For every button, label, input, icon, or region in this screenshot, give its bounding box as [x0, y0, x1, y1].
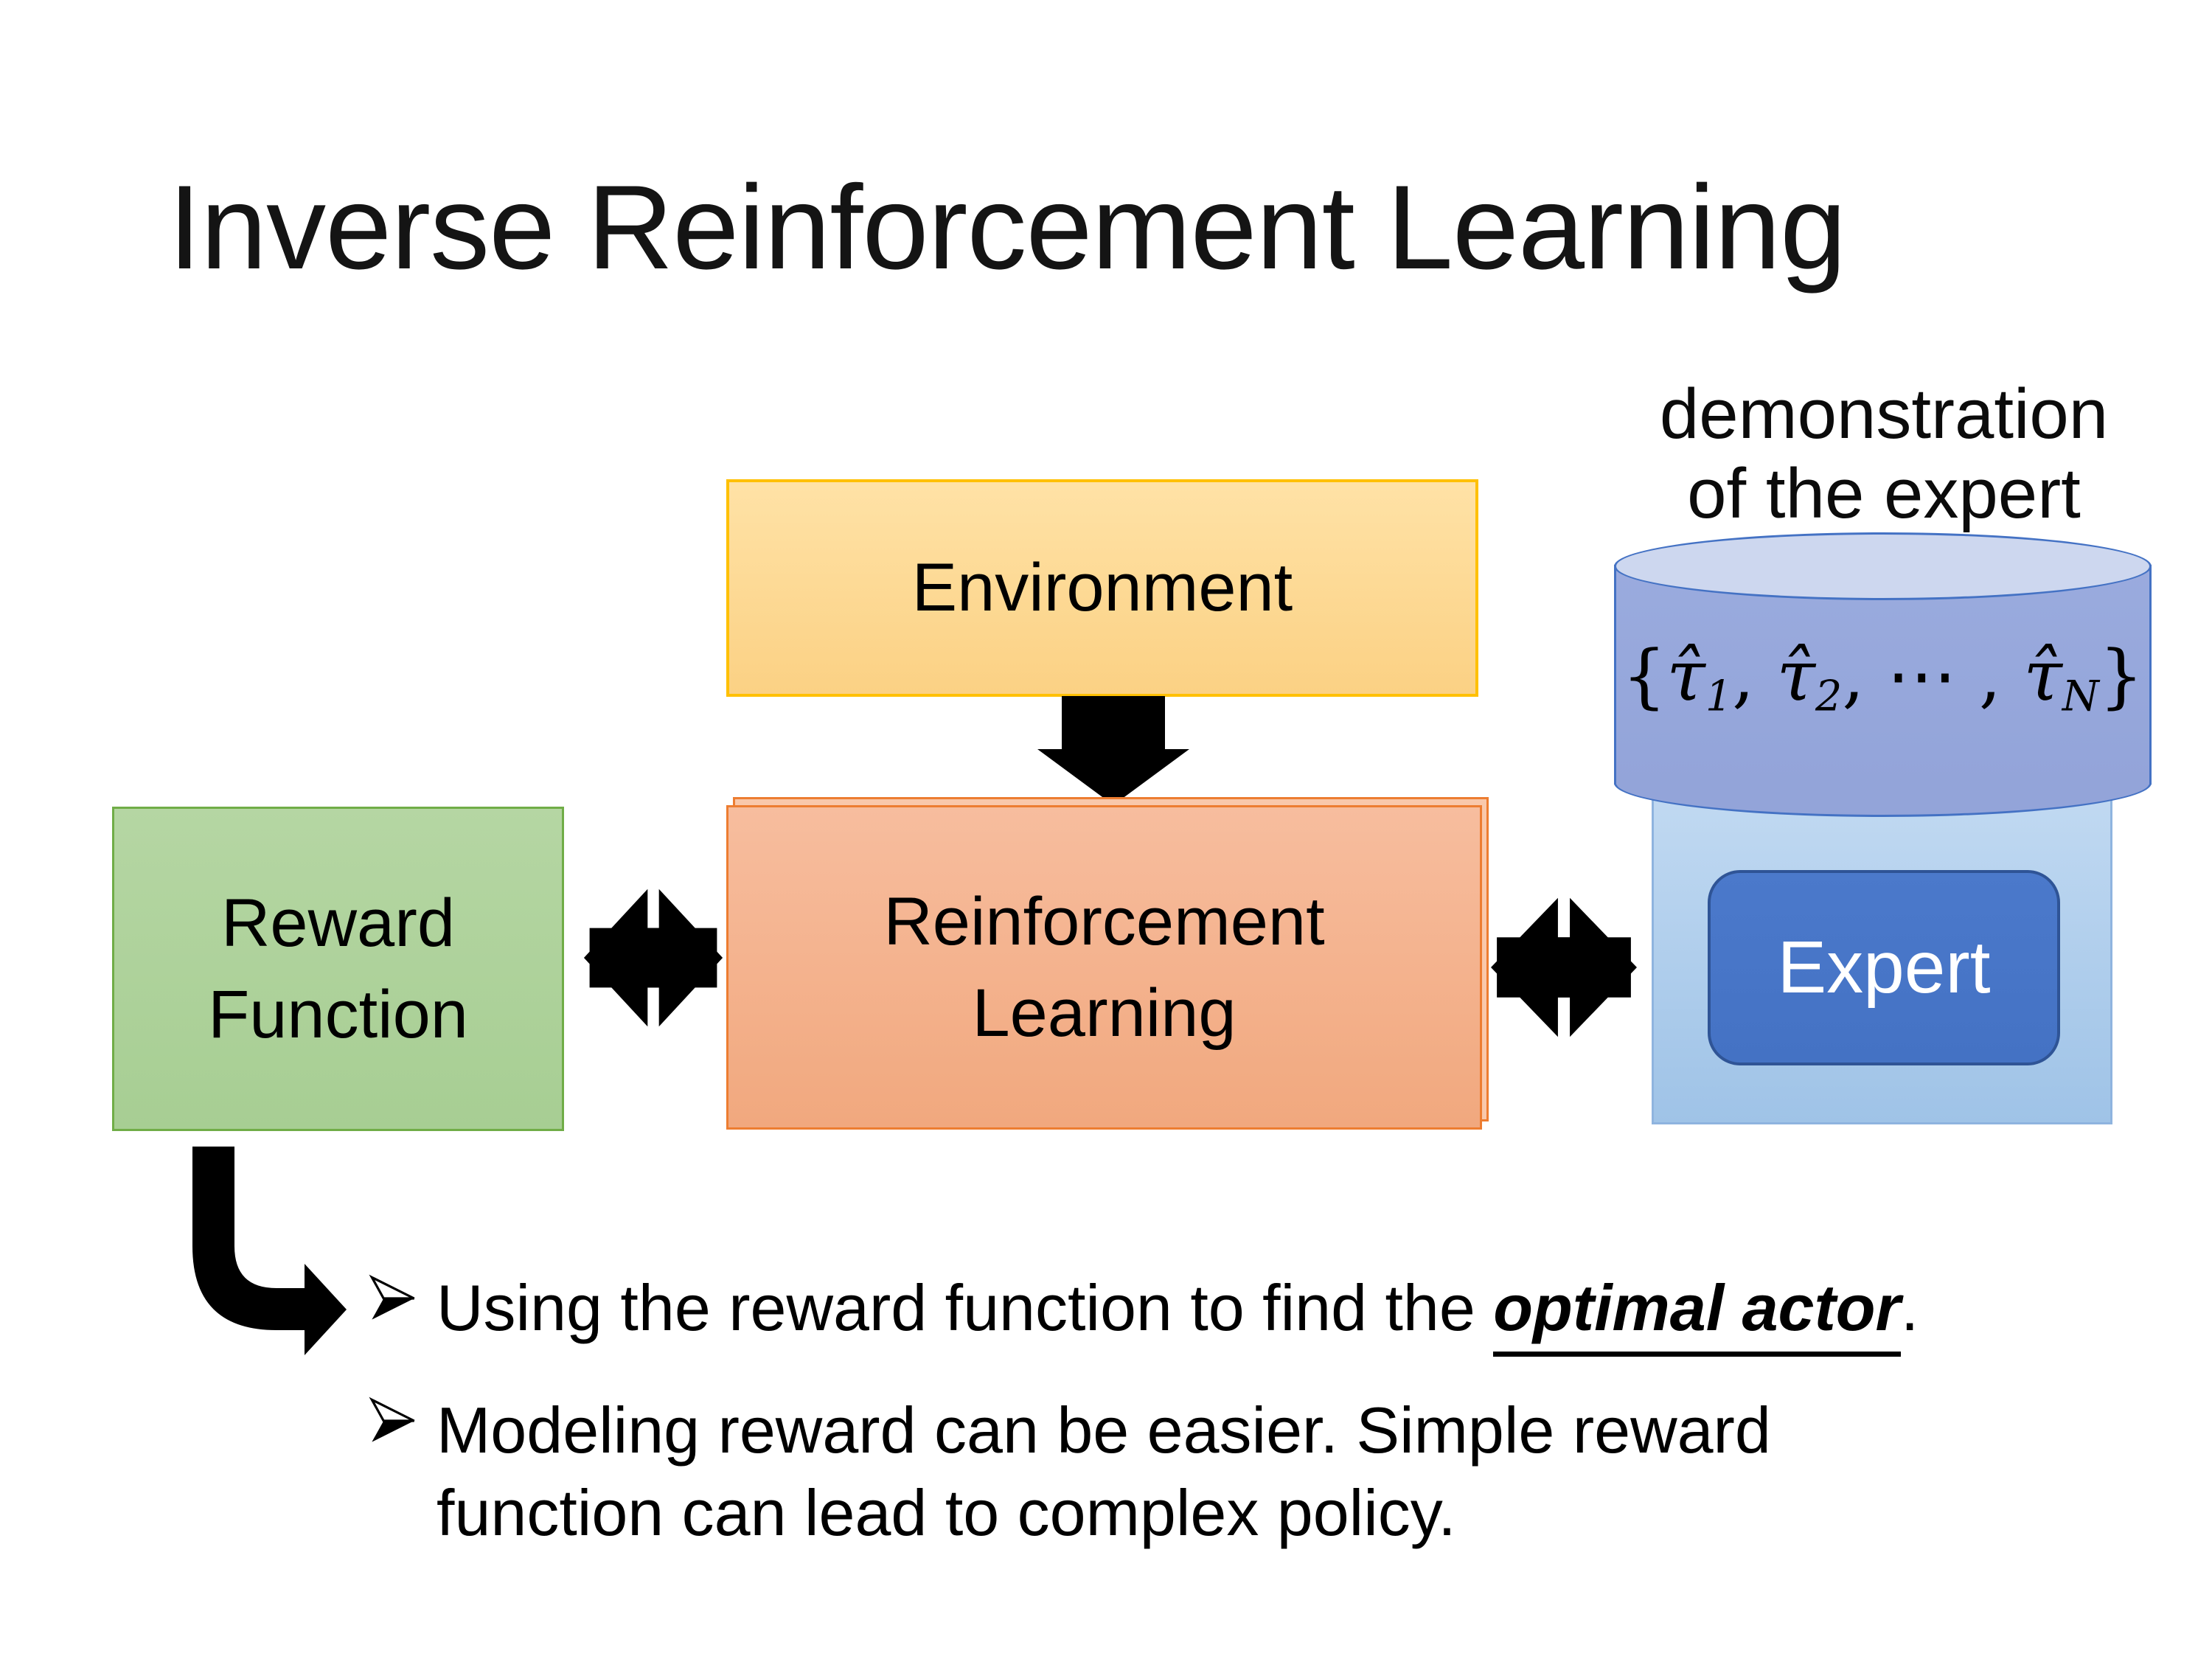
bullet-item-2: Modeling reward can be easier. Simple re… [437, 1389, 1823, 1554]
bullet-arrow-icon [367, 1273, 419, 1324]
formula-comma2: , [1842, 636, 1887, 717]
formula-tau3: τ̂ [2023, 636, 2062, 717]
reinforcement-learning-label-line1: Reinforcement [883, 883, 1325, 959]
reinforcement-learning-box: Reinforcement Learning [726, 805, 1482, 1130]
reinforcement-learning-label-line2: Learning [972, 975, 1237, 1051]
formula-tau1: τ̂ [1666, 636, 1705, 717]
elbow-arrow-icon [188, 1143, 350, 1360]
expert-label: Expert [1777, 926, 1991, 1009]
demonstration-database-body [1614, 565, 2152, 785]
bullet-2-text: Modeling reward can be easier. Simple re… [437, 1394, 1771, 1549]
formula-sub2: 2 [1815, 672, 1843, 721]
demonstration-caption-line2: of the expert [1687, 454, 2081, 534]
formula-comma3: , [1956, 636, 2024, 717]
bullet-1-period: . [1900, 1271, 1919, 1344]
formula-close-brace: } [2098, 636, 2144, 717]
bullet-1-emphasis: optimal actor [1493, 1271, 1901, 1357]
environment-label: Environment [911, 550, 1293, 626]
demonstration-caption: demonstration of the expert [1596, 375, 2171, 535]
down-arrow-icon [1037, 696, 1189, 805]
page-title: Inverse Reinforcement Learning [168, 161, 1846, 294]
formula-open-brace: { [1621, 636, 1667, 717]
demonstration-database-top [1614, 532, 2152, 600]
exchange-arrow-right-icon [1489, 892, 1638, 1043]
formula-sub1: 1 [1705, 672, 1733, 721]
formula-comma1: , [1732, 636, 1777, 717]
exchange-arrow-left-icon [582, 883, 724, 1032]
reward-function-label-line2: Function [208, 977, 468, 1052]
bullet-arrow-icon [367, 1395, 419, 1447]
expert-box: Expert [1708, 870, 2060, 1065]
formula-dots: ⋯ [1886, 636, 1957, 717]
environment-box: Environment [726, 479, 1478, 697]
trajectory-set-formula: {τ̂1, τ̂2, ⋯ , τ̂N} [1614, 636, 2152, 720]
bullet-1-text: Using the reward function to find the [437, 1271, 1494, 1344]
demonstration-caption-line1: demonstration [1659, 375, 2109, 453]
formula-tau2: τ̂ [1776, 636, 1816, 717]
formula-subN: N [2062, 672, 2099, 721]
reward-function-box: Reward Function [112, 807, 564, 1131]
bullet-item-1: Using the reward function to find the op… [437, 1267, 1919, 1357]
reward-function-label-line1: Reward [220, 885, 455, 961]
